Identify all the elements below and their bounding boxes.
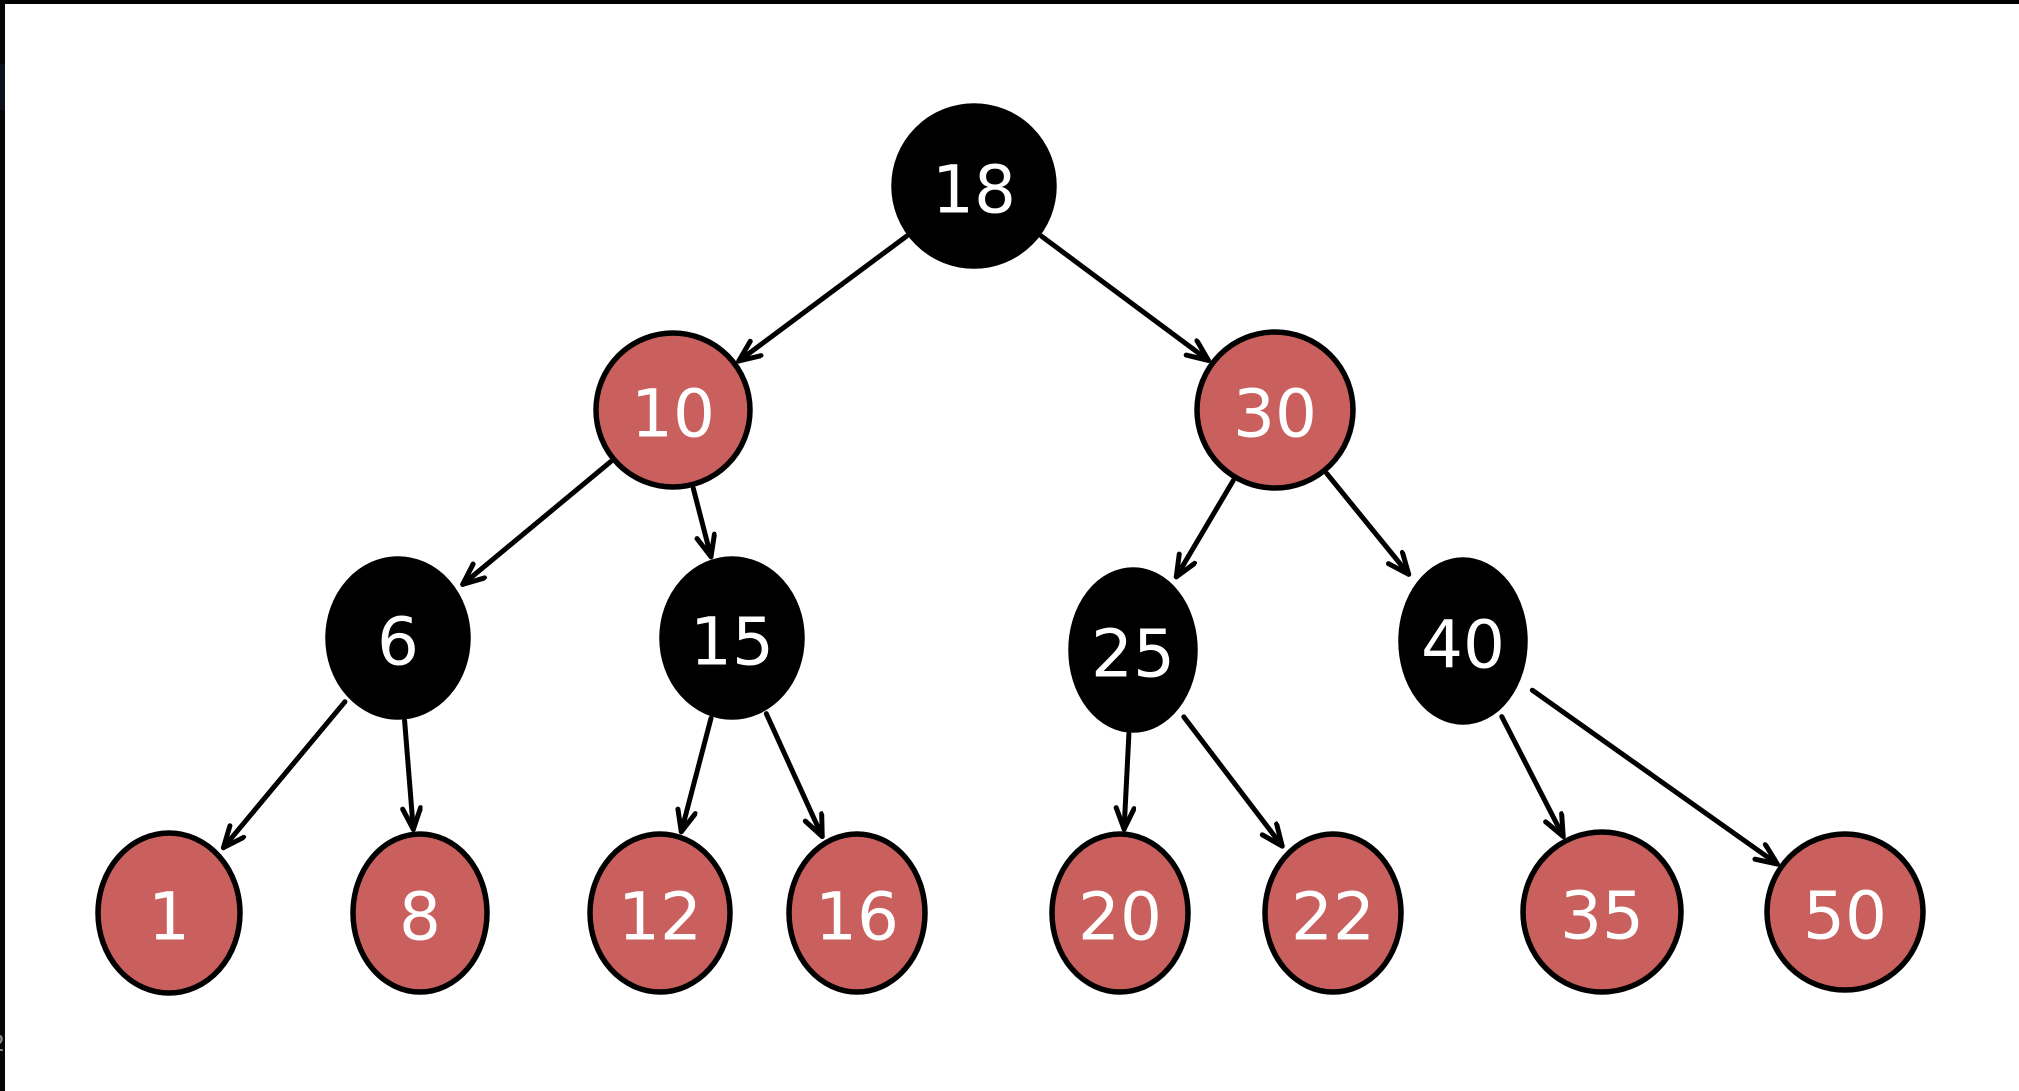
- node-circle-red: [350, 831, 490, 995]
- node-circle-red: [1194, 329, 1356, 491]
- edge-layer: [220, 233, 1780, 867]
- edge-6-8: [405, 718, 414, 832]
- node-label: 40: [1421, 607, 1505, 684]
- left-edge-text-fragment: 2: [0, 1032, 5, 1057]
- node-label: 20: [1078, 879, 1162, 956]
- node-label: 25: [1091, 616, 1175, 693]
- edge-25-22: [1181, 714, 1285, 849]
- node-label: 35: [1560, 878, 1644, 955]
- left-edge-bar: 2: [0, 0, 5, 1091]
- tree-node-50: 50: [1764, 831, 1926, 993]
- node-label: 1: [148, 879, 190, 956]
- tree-node-22: 22: [1262, 831, 1404, 995]
- top-edge-bar: [0, 0, 2019, 4]
- node-circle-black: [1398, 557, 1528, 725]
- node-label: 18: [932, 152, 1016, 229]
- tree-node-15: 15: [659, 556, 805, 720]
- node-circle-red: [593, 330, 753, 490]
- tree-node-16: 16: [786, 831, 928, 995]
- node-label: 30: [1233, 376, 1317, 453]
- node-circle-red: [1049, 831, 1191, 995]
- node-label: 16: [815, 879, 899, 956]
- node-label: 50: [1803, 878, 1887, 955]
- node-circle-black: [1068, 567, 1198, 733]
- tree-node-6: 6: [325, 556, 471, 720]
- edge-15-16: [763, 711, 825, 839]
- node-circle-red: [95, 830, 243, 996]
- tree-node-35: 35: [1520, 829, 1684, 995]
- node-label: 15: [690, 604, 774, 681]
- node-circle-red: [587, 831, 733, 995]
- node-circle-red: [1262, 831, 1404, 995]
- edge-18-10: [736, 233, 910, 364]
- edge-6-1: [220, 699, 348, 851]
- tree-node-8: 8: [350, 831, 490, 995]
- node-label: 8: [399, 879, 441, 956]
- edge-25-20: [1124, 731, 1129, 832]
- tree-node-10: 10: [593, 330, 753, 490]
- node-circle-red: [1520, 829, 1684, 995]
- edge-15-12: [681, 715, 714, 835]
- tree-node-20: 20: [1049, 831, 1191, 995]
- tree-node-25: 25: [1068, 567, 1198, 733]
- edge-18-30: [1038, 233, 1211, 363]
- left-edge-accent: [0, 64, 5, 110]
- edge-30-25: [1173, 478, 1236, 580]
- tree-node-30: 30: [1194, 329, 1356, 491]
- node-label: 22: [1291, 879, 1375, 956]
- node-circle-black: [659, 556, 805, 720]
- tree-node-18: 18: [891, 103, 1057, 269]
- tree-node-12: 12: [587, 831, 733, 995]
- tree-node-1: 1: [95, 830, 243, 996]
- edge-40-50: [1529, 687, 1780, 867]
- tree-node-40: 40: [1398, 557, 1528, 725]
- node-circle-red: [786, 831, 928, 995]
- node-label: 6: [377, 604, 419, 681]
- node-circle-black: [891, 103, 1057, 269]
- edge-10-15: [690, 485, 711, 560]
- edge-10-6: [460, 459, 614, 587]
- node-circle-red: [1764, 831, 1926, 993]
- edge-40-35: [1499, 714, 1566, 839]
- node-label: 12: [618, 879, 702, 956]
- edge-30-40: [1324, 471, 1412, 577]
- node-label: 10: [631, 376, 715, 453]
- node-circle-black: [325, 556, 471, 720]
